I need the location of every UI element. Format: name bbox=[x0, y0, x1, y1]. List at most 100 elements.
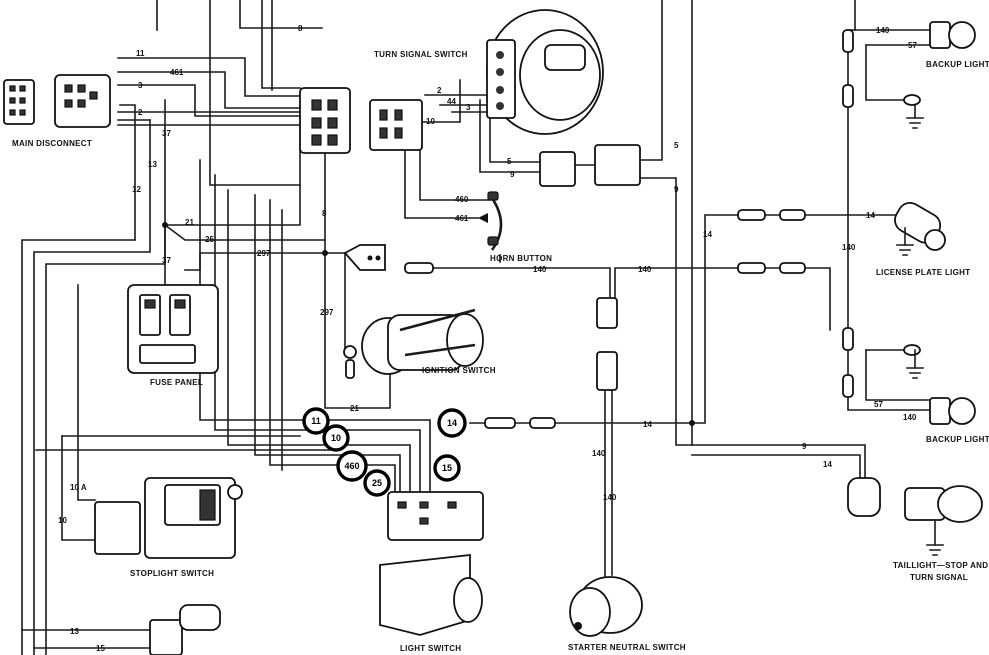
light-switch-body bbox=[379, 553, 471, 636]
wire-number-labels: 8 11 461 3 2 37 13 12 21 25 297 37 8 297… bbox=[58, 24, 917, 653]
ignition-back bbox=[446, 313, 484, 367]
wire-label: 13 bbox=[148, 160, 157, 169]
bulb-socket bbox=[929, 21, 951, 49]
caption-taillight-line1: TAILLIGHT—STOP AND bbox=[893, 561, 988, 570]
wire-ts-10 bbox=[419, 79, 461, 123]
caption-light-switch: LIGHT SWITCH bbox=[400, 644, 461, 653]
license-plate-light bbox=[894, 202, 946, 256]
wire-label: 2 bbox=[437, 86, 442, 95]
bulb-icon bbox=[948, 21, 976, 49]
connector-body bbox=[3, 79, 35, 125]
ignition-ridge bbox=[399, 308, 476, 332]
pin bbox=[419, 501, 429, 509]
contact bbox=[496, 102, 504, 110]
pin bbox=[89, 91, 98, 100]
wire-label: 140 bbox=[842, 243, 856, 252]
wire-label: 460 bbox=[455, 195, 469, 204]
pin bbox=[311, 99, 322, 111]
circled-25: 25 bbox=[372, 478, 382, 488]
caption-license-plate-light: LICENSE PLATE LIGHT bbox=[876, 268, 970, 277]
ground-icon bbox=[926, 544, 944, 556]
ground-icon bbox=[896, 244, 914, 256]
wire-140a bbox=[429, 267, 611, 301]
door-switch-body bbox=[149, 619, 183, 655]
wire-label: 11 bbox=[136, 49, 145, 58]
pin bbox=[419, 517, 429, 525]
wire-140b bbox=[614, 267, 741, 301]
wire-label: 140 bbox=[533, 265, 547, 274]
wire-21a bbox=[164, 149, 301, 226]
door-switch bbox=[149, 604, 221, 655]
junction-dot bbox=[162, 222, 168, 228]
bullet-connector bbox=[737, 262, 766, 274]
wire-label: 21 bbox=[185, 218, 194, 227]
pin bbox=[77, 84, 86, 93]
terminal-sleeve bbox=[345, 359, 355, 379]
sn-bolt bbox=[574, 622, 582, 630]
bulkhead-connector bbox=[299, 87, 351, 154]
tail-socket bbox=[847, 477, 881, 517]
arrow-icon bbox=[478, 213, 488, 223]
ground-icon bbox=[906, 367, 924, 379]
pin bbox=[327, 117, 338, 129]
wire-label: 9 bbox=[802, 442, 807, 451]
stoplight-switch bbox=[94, 477, 243, 559]
bullet-connector bbox=[842, 84, 854, 108]
junction-dot bbox=[322, 250, 328, 256]
ignition-switch bbox=[343, 308, 484, 379]
circled-460: 460 bbox=[344, 461, 359, 471]
wire-label: 25 bbox=[205, 235, 214, 244]
wire-label: 44 bbox=[447, 97, 456, 106]
bullet-connector bbox=[842, 374, 854, 398]
wire-label: 461 bbox=[455, 214, 469, 223]
stoplight-plug bbox=[94, 501, 141, 555]
taillight bbox=[847, 477, 983, 556]
ts-plug-male bbox=[539, 151, 576, 187]
wire-label: 57 bbox=[874, 400, 883, 409]
bullet-connector bbox=[404, 262, 434, 274]
bullet-connector bbox=[779, 209, 806, 221]
wire-label: 140 bbox=[592, 449, 606, 458]
pin bbox=[367, 255, 373, 261]
fuse-panel bbox=[127, 284, 219, 374]
wire-bundle-3 bbox=[227, 189, 411, 496]
wire-label: 10 bbox=[426, 117, 435, 126]
wire-12 bbox=[119, 104, 136, 241]
pin bbox=[394, 127, 403, 139]
ring-terminal bbox=[903, 344, 921, 356]
light-switch-plug bbox=[387, 491, 484, 541]
component-captions: MAIN DISCONNECT TURN SIGNAL SWITCH HORN … bbox=[12, 50, 989, 653]
wire-57-bot bbox=[865, 349, 931, 401]
pin bbox=[394, 109, 403, 121]
contact bbox=[496, 86, 504, 94]
wire-label: 10 A bbox=[70, 483, 87, 492]
backup-light-top bbox=[903, 21, 976, 129]
wire-14-tail bbox=[691, 444, 866, 491]
pin bbox=[375, 255, 381, 261]
pin bbox=[379, 109, 388, 121]
caption-taillight-line2: TURN SIGNAL bbox=[910, 573, 968, 582]
bullet-connectors bbox=[484, 29, 854, 429]
circled-10: 10 bbox=[331, 433, 341, 443]
main-disconnect-connector bbox=[3, 74, 111, 128]
wire-label: 10 bbox=[58, 516, 67, 525]
wire-label: 297 bbox=[320, 308, 334, 317]
bullet-connector bbox=[737, 209, 766, 221]
turn-signal-switch bbox=[369, 9, 641, 187]
contact bbox=[496, 68, 504, 76]
wire-label: 140 bbox=[638, 265, 652, 274]
pin bbox=[327, 134, 338, 146]
door-switch-plunger bbox=[179, 604, 221, 631]
bullet-connector bbox=[842, 327, 854, 351]
ring-terminal bbox=[903, 94, 921, 106]
circled-11: 11 bbox=[311, 416, 321, 426]
wire-bundle-4 bbox=[254, 194, 401, 496]
wire-left-3 bbox=[45, 99, 166, 655]
wire-bundle-5 bbox=[269, 199, 396, 496]
wire-label: 8 bbox=[322, 209, 327, 218]
wire-label: 297 bbox=[257, 249, 271, 258]
wire-label: 5 bbox=[507, 157, 512, 166]
wire-label: 37 bbox=[162, 129, 171, 138]
pin bbox=[64, 84, 73, 93]
bulb-icon bbox=[948, 397, 976, 425]
